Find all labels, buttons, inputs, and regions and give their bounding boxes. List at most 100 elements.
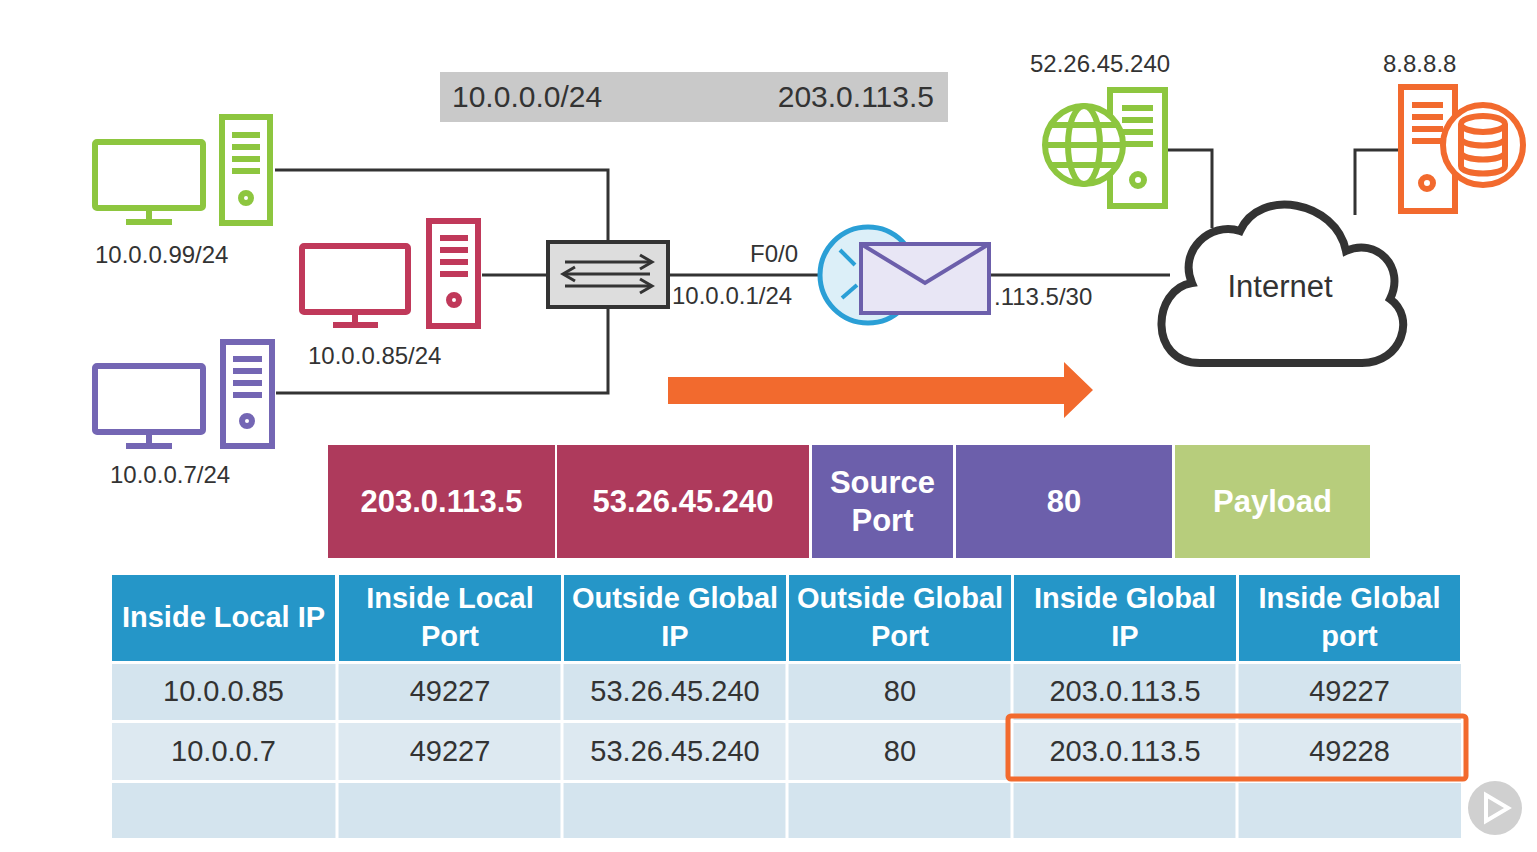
play-button xyxy=(1468,781,1522,835)
table-cell: 49227 xyxy=(410,733,491,771)
table-cell: 49227 xyxy=(410,673,491,711)
translation-banner: 10.0.0.0/24 203.0.113.5 xyxy=(440,72,948,122)
table-header: Outside Global IP xyxy=(570,580,780,655)
computer-icon xyxy=(232,156,260,162)
table-header: Outside Global IP xyxy=(564,575,786,661)
web-server-icon xyxy=(1122,141,1153,147)
switch-symbol xyxy=(565,285,650,288)
ip-address: 10.0.0.85/24 xyxy=(308,342,441,369)
table-cell: 53.26.45.240 xyxy=(590,733,759,771)
computer-icon xyxy=(302,246,408,312)
header-field: Source Port xyxy=(812,445,953,558)
computer-icon xyxy=(440,235,468,241)
direction-arrow xyxy=(668,362,1093,418)
dns-server-icon xyxy=(1461,152,1505,160)
header-field: 53.26.45.240 xyxy=(557,445,809,558)
router-symbol xyxy=(840,250,855,265)
table-header: Outside Global Port xyxy=(795,580,1005,655)
computer-icon xyxy=(232,168,260,174)
table-cell: 80 xyxy=(884,733,916,771)
dns-server-icon xyxy=(1421,177,1433,189)
field-value: Source Port xyxy=(820,464,945,538)
table-cell: 53.26.45.240 xyxy=(564,723,786,780)
table-header: Inside Global IP xyxy=(1014,575,1236,661)
table-header: Inside Local Port xyxy=(345,580,555,655)
switch-symbol xyxy=(563,255,652,293)
table-cell: 203.0.113.5 xyxy=(1014,664,1236,720)
web-server-icon xyxy=(1045,142,1123,148)
computer-icon xyxy=(222,117,270,223)
wire xyxy=(276,307,608,393)
computer-icon xyxy=(232,132,260,138)
table-cell: 203.0.113.5 xyxy=(1014,723,1236,780)
table-header: Inside Global IP xyxy=(1020,580,1230,655)
switch-symbol xyxy=(548,242,668,307)
wire xyxy=(275,170,608,242)
computer-icon xyxy=(95,342,272,446)
computer-icon xyxy=(242,416,252,426)
internet-cloud: Internet xyxy=(1140,185,1420,370)
wire xyxy=(1167,150,1212,228)
web-server-icon xyxy=(1045,90,1165,206)
ip-address: 10.0.0.85/24 xyxy=(308,342,441,370)
node-text: 203.0.113.5 xyxy=(778,80,934,114)
field-value: 80 xyxy=(1047,483,1081,520)
web-server-icon xyxy=(1132,174,1144,186)
table-cell: 10.0.0.7 xyxy=(112,723,335,780)
ip-address: .113.5/30 xyxy=(994,283,1092,311)
computer-icon xyxy=(126,443,172,449)
play-button xyxy=(1468,781,1522,835)
dns-server-icon xyxy=(1412,102,1443,108)
dns-server-icon xyxy=(1461,124,1505,174)
ip-address: 10.0.0.1/24 xyxy=(672,282,792,309)
dns-server-icon xyxy=(1401,87,1523,211)
computer-icon xyxy=(241,193,251,203)
node-text: 10.0.0.0/24 xyxy=(452,80,602,114)
packet-envelope xyxy=(861,244,989,313)
computer-icon xyxy=(223,342,272,446)
highlight-box xyxy=(1008,716,1466,779)
switch-symbol xyxy=(565,273,650,276)
ip-address: 10.0.0.1/24 xyxy=(672,282,792,310)
packet-envelope xyxy=(861,244,989,313)
table-grid xyxy=(112,575,1461,838)
switch-symbol xyxy=(640,255,652,269)
wire xyxy=(990,274,1170,277)
computer-icon xyxy=(95,366,203,432)
header-field: 80 xyxy=(956,445,1172,558)
direction-arrow xyxy=(668,362,1093,418)
web-server-icon xyxy=(1122,129,1153,135)
dns-server-icon xyxy=(1443,105,1523,185)
computer-icon xyxy=(233,368,262,374)
computer-icon xyxy=(440,271,468,277)
table-cell: 53.26.45.240 xyxy=(590,673,759,711)
table-cell: 49227 xyxy=(1239,664,1460,720)
switch-symbol xyxy=(563,267,575,281)
web-server-icon xyxy=(1122,105,1153,111)
computer-icon xyxy=(95,117,270,223)
field-value: 203.0.113.5 xyxy=(360,483,522,520)
table-cell: 49228 xyxy=(1239,723,1460,780)
ip-address: 10.0.0.7/24 xyxy=(110,461,230,489)
computer-icon xyxy=(302,221,478,326)
computer-icon xyxy=(126,219,172,225)
ip-address: 8.8.8.8 xyxy=(1383,50,1456,78)
play-button xyxy=(1486,795,1508,821)
computer-icon xyxy=(233,356,262,362)
switch-symbol xyxy=(565,261,650,264)
web-server-icon xyxy=(1122,117,1153,123)
ip-address: 52.26.45.240 xyxy=(1030,50,1170,78)
field-value: 53.26.45.240 xyxy=(592,483,773,520)
computer-icon xyxy=(95,142,203,208)
table-cell: 53.26.45.240 xyxy=(564,664,786,720)
table-cell: 10.0.0.85 xyxy=(112,664,335,720)
dns-server-icon xyxy=(1461,116,1505,132)
interface-name: F0/0 xyxy=(750,240,798,268)
table-cell: 10.0.0.85 xyxy=(163,673,284,711)
header-field: 203.0.113.5 xyxy=(328,445,555,558)
table-header: Inside Local IP xyxy=(122,599,325,637)
ip-address: 10.0.0.99/24 xyxy=(95,241,228,269)
node-text: Internet xyxy=(1227,269,1332,305)
table-cell: 49227 xyxy=(339,723,561,780)
computer-icon xyxy=(233,392,262,398)
